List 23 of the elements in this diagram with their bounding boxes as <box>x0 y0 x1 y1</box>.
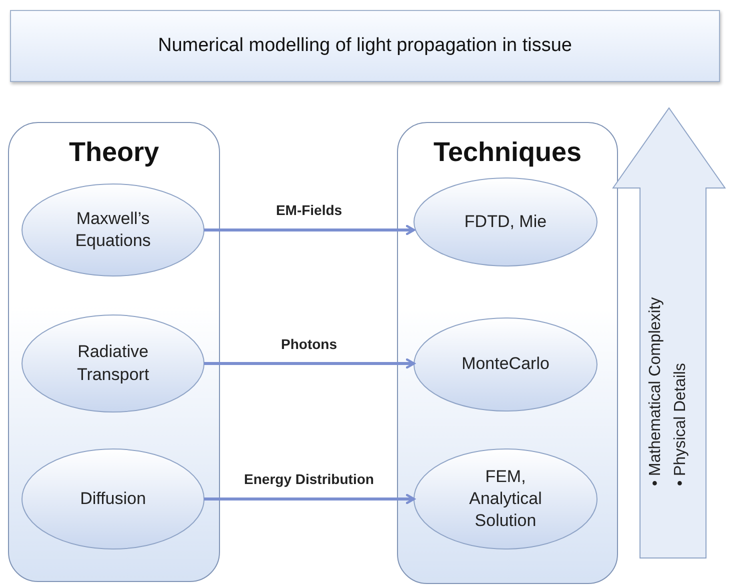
ellipse-node <box>21 314 205 413</box>
group-panel <box>397 122 618 584</box>
arrow <box>204 358 416 369</box>
node-label: MonteCarlo <box>460 353 550 376</box>
ellipse-node <box>21 448 205 550</box>
arrow <box>204 494 416 504</box>
bullet-item: • Physical Details <box>671 362 690 486</box>
arrow <box>204 224 416 236</box>
node-label: Diffusion <box>79 488 147 510</box>
bullet-item: • Mathematical Complexity <box>646 296 666 486</box>
ellipse-node <box>413 448 598 550</box>
panel-heading: Techniques <box>432 137 583 168</box>
ellipse-node <box>21 183 205 277</box>
up-arrow-shape <box>612 107 726 559</box>
node-label: Maxwell’s Equations <box>74 208 152 252</box>
title-band: Numerical modelling of light propagation in tissue <box>10 10 720 82</box>
group-panel <box>8 122 220 582</box>
node-label: FDTD, Mie <box>463 210 548 233</box>
ellipse-node <box>413 317 598 412</box>
panel-heading: Theory <box>68 137 160 168</box>
node-label: FEM, Analytical Solution <box>468 466 543 532</box>
ellipse-node <box>413 177 598 267</box>
node-label: Radiative Transport <box>76 341 150 386</box>
